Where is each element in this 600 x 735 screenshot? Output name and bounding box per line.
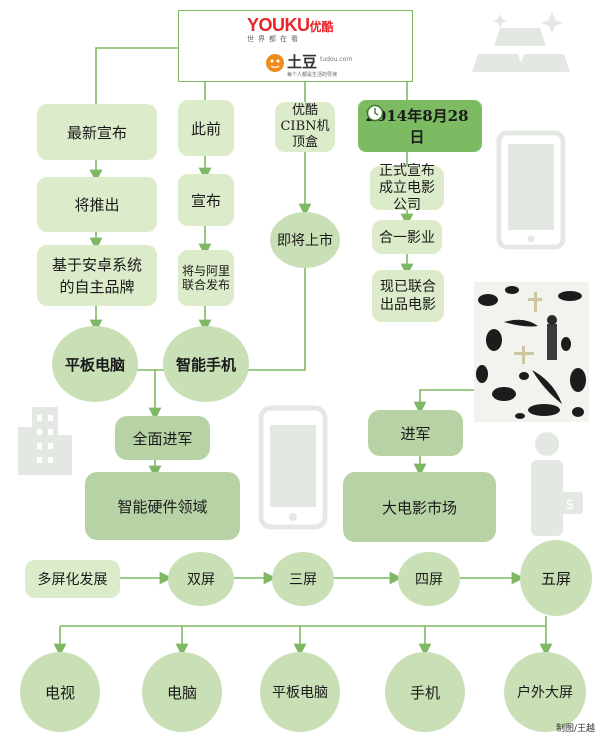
screens-start: 多屏化发展 (25, 560, 120, 598)
tudou-en: tudou.com (320, 56, 353, 63)
svg-text:$: $ (566, 497, 575, 513)
clock-icon (366, 104, 384, 122)
logo-box: YOUKU优酷 世界都在看 土豆 tudou.com 每个人都是生活的导演 (178, 10, 413, 82)
screens-quad: 四屏 (398, 552, 460, 606)
screen-tv: 电视 (20, 652, 100, 732)
tudou-cn: 土豆 (287, 53, 318, 71)
screen-pc: 电脑 (142, 652, 222, 732)
buildings-icon (18, 407, 72, 475)
tudou-slogan: 每个人都是生活的导演 (287, 72, 338, 78)
screen-outdoor: 户外大屏 (504, 652, 586, 732)
movie-enter: 进军 (368, 410, 463, 456)
tablet-icon (496, 130, 566, 250)
branch4-heyi-pictures: 合一影业 (372, 220, 442, 254)
branch2-smartphone: 智能手机 (163, 326, 249, 402)
branch1-will-launch: 将推出 (37, 177, 157, 232)
branch3-coming-soon: 即将上市 (270, 212, 340, 268)
screens-double: 双屏 (168, 552, 234, 606)
youku-brand: YOUKU (247, 15, 310, 35)
branch4-date: 2014年8月28日 (358, 100, 482, 152)
credit: 制图/王越 (556, 724, 596, 734)
branch1-android-brand: 基于安卓系统的自主品牌 (37, 245, 157, 306)
hardware-field: 智能硬件领域 (85, 472, 240, 540)
branch4-date-text: 2014年8月28日 (365, 107, 469, 146)
screens-five: 五屏 (520, 540, 592, 616)
movie-poster-image (474, 282, 589, 422)
hardware-enter: 全面进军 (115, 416, 210, 460)
branch2-alibaba: 将与阿里联合发布 (178, 250, 234, 306)
youku-logo: YOUKU优酷 世界都在看 (247, 15, 334, 44)
smartphone-icon (258, 405, 328, 530)
branch3-cibn-box: 优酷CIBN机顶盒 (275, 102, 335, 152)
branch1-tablet: 平板电脑 (52, 326, 138, 402)
youku-cn: 优酷 (309, 20, 334, 34)
person-money-icon: $ (531, 432, 583, 536)
branch1-latest-announce: 最新宣布 (37, 104, 157, 160)
branch4-co-produce: 现已联合出品电影 (372, 270, 444, 322)
youku-slogan: 世界都在看 (247, 35, 302, 43)
movie-field: 大电影市场 (343, 472, 496, 542)
screens-triple: 三屏 (272, 552, 334, 606)
screen-phone: 手机 (385, 652, 465, 732)
gold-bars-icon (472, 12, 570, 72)
branch2-before: 此前 (178, 100, 234, 156)
branch2-announced: 宣布 (178, 174, 234, 226)
tudou-potato-icon (266, 54, 284, 72)
screen-tablet: 平板电脑 (260, 652, 340, 732)
branch4-company: 正式宣布成立电影公司 (370, 163, 444, 213)
